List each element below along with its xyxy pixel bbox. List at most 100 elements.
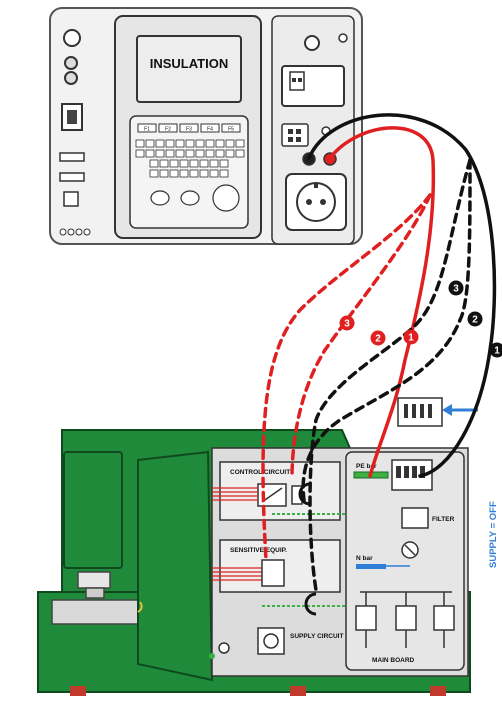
keypad-key <box>195 139 205 148</box>
marker-circle <box>467 311 483 327</box>
marker-circle <box>489 342 502 358</box>
keypad-key <box>179 159 189 168</box>
port-icon <box>59 172 85 182</box>
function-key-label: F2 <box>165 127 171 133</box>
keypad-key <box>165 139 175 148</box>
knob-icon <box>63 29 81 47</box>
keypad-key <box>235 149 245 158</box>
keypad-key <box>225 149 235 158</box>
keypad-key <box>209 159 219 168</box>
n-bar-label: N bar <box>356 555 373 562</box>
keypad-key <box>205 149 215 158</box>
work-table <box>51 599 141 625</box>
keypad <box>129 115 249 229</box>
keypad-key <box>175 149 185 158</box>
wire-marker-black-3: 3 <box>448 280 464 296</box>
keypad-key <box>179 169 189 178</box>
instrument-display <box>136 35 242 103</box>
cabinet-door <box>137 450 214 682</box>
keypad-key <box>215 149 225 158</box>
display-text: INSULATION <box>150 56 228 71</box>
cursor-pad <box>212 184 240 212</box>
keypad-key <box>135 149 145 158</box>
function-key-label: F3 <box>186 127 192 133</box>
sensitive-equip-label: SENSITIVE EQUIP. <box>230 547 287 554</box>
keypad-key <box>199 169 209 178</box>
marker-number: 3 <box>453 284 459 295</box>
test-clips <box>298 482 317 616</box>
keypad-key <box>155 139 165 148</box>
keypad-key <box>159 169 169 178</box>
red-lead-1 <box>328 126 436 478</box>
marker-circle <box>403 329 419 345</box>
function-key <box>158 123 178 133</box>
keypad-key <box>219 169 229 178</box>
keypad-key <box>145 139 155 148</box>
keypad-key <box>235 139 245 148</box>
wire-marker-red-1: 1 <box>403 329 419 345</box>
keypad-key <box>219 159 229 168</box>
wire-markers: 1 2 3 1 2 3 <box>339 280 502 358</box>
keypad-key <box>169 159 179 168</box>
keypad-key <box>185 139 195 148</box>
tool-head <box>63 451 123 569</box>
red-lead-2 <box>290 193 432 480</box>
breakers <box>355 591 455 648</box>
red-lead-3 <box>261 193 432 562</box>
function-key <box>179 123 199 133</box>
keypad-key <box>215 139 225 148</box>
keypad-key <box>175 139 185 148</box>
supply-off-label: SUPPLY = OFF <box>488 501 499 568</box>
keypad-key <box>189 169 199 178</box>
function-key <box>200 123 220 133</box>
control-circuit-label: CONTROL CIRCUIT <box>230 469 290 476</box>
main-board-label: MAIN BOARD <box>372 657 415 664</box>
keypad-key <box>159 159 169 168</box>
supply-arrow-icon <box>442 404 478 416</box>
port-icon <box>59 152 85 162</box>
keypad-key <box>165 149 175 158</box>
keypad-key <box>199 159 209 168</box>
function-key <box>137 123 157 133</box>
keypad-key <box>149 169 159 178</box>
port-icon <box>64 56 78 70</box>
keypad-key <box>185 149 195 158</box>
bottom-connectors <box>59 228 91 236</box>
filter-label: FILTER <box>432 516 455 523</box>
keypad-key <box>135 139 145 148</box>
round-key <box>180 190 200 206</box>
function-key-label: F4 <box>207 127 213 133</box>
marker-number: 1 <box>408 333 414 344</box>
black-lead-1 <box>307 113 497 478</box>
keypad-key <box>209 169 219 178</box>
black-lead-3 <box>308 158 472 592</box>
port-icon <box>64 71 78 85</box>
machine-under-test: CONTROL CIRCUIT SENSITIVE EQUIP. SUPPLY … <box>37 429 471 696</box>
marker-number: 3 <box>344 319 350 330</box>
supply-circuit-label: SUPPLY CIRCUIT <box>290 633 343 640</box>
marker-number: 2 <box>472 315 478 326</box>
marker-number: 2 <box>375 334 381 345</box>
wire-marker-black-2: 2 <box>467 311 483 327</box>
rs232-port <box>281 123 309 147</box>
function-key-label: F1 <box>144 127 150 133</box>
test-leads <box>261 113 497 592</box>
keypad-key <box>145 149 155 158</box>
indicator-icon <box>338 33 348 43</box>
pe-bar-label: PE bar <box>356 463 377 470</box>
marker-circle <box>448 280 464 296</box>
wire-marker-red-2: 2 <box>370 330 386 346</box>
keypad-key <box>169 169 179 178</box>
round-key <box>150 190 170 206</box>
keypad-key <box>195 149 205 158</box>
keypad-key <box>225 139 235 148</box>
keypad-key <box>189 159 199 168</box>
marker-number: 1 <box>494 346 500 357</box>
keypad-key <box>205 139 215 148</box>
fuse-icon <box>304 35 320 51</box>
keypad-key <box>155 149 165 158</box>
function-key <box>221 123 241 133</box>
